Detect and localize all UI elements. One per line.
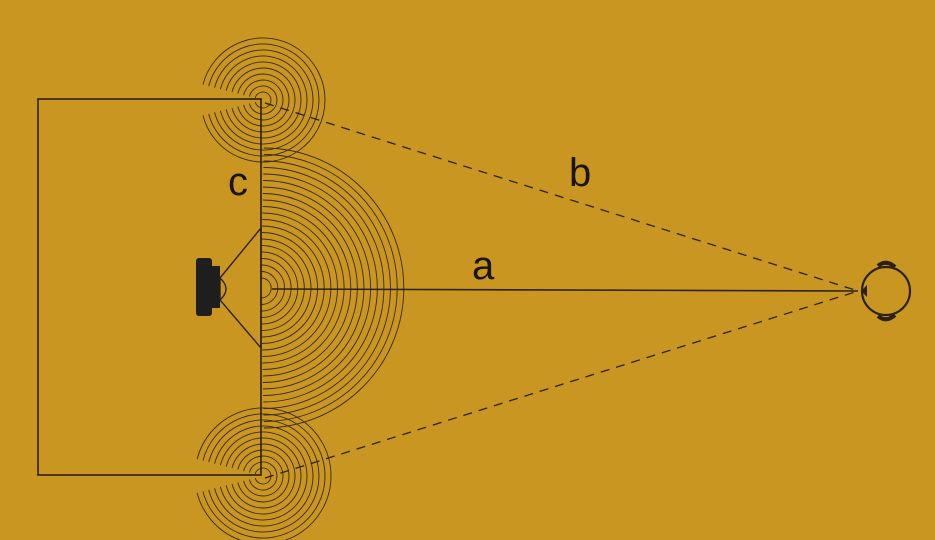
diffraction-arc-top (214, 49, 314, 151)
label-b: b (569, 151, 591, 195)
wavefront-arc (261, 258, 292, 318)
wavefront-arc (262, 212, 338, 364)
diffraction-path-bottom (264, 291, 856, 479)
wavefront-arc (262, 225, 325, 351)
wavefront-arc (262, 232, 318, 344)
diffraction-arc-top (208, 43, 320, 157)
diffraction-arc-bottom (237, 449, 290, 503)
diffraction-arc-top (237, 73, 290, 127)
top-edge-diffraction-waves (202, 37, 326, 163)
label-a: a (472, 244, 495, 288)
main-wavefronts (261, 147, 405, 429)
listener-nose (861, 285, 867, 297)
wavefront-arc (261, 238, 312, 338)
diffraction-arc-bottom (231, 443, 296, 509)
diffraction-arc-bottom (248, 461, 278, 491)
diffraction-arc-top (225, 61, 302, 139)
wavefront-arc (262, 199, 352, 377)
wavefront-arc (261, 251, 299, 325)
wavefront-arc (263, 180, 372, 396)
wavefront-arc (262, 206, 345, 370)
driver-dustcap (219, 277, 227, 301)
diffraction-arc-bottom (202, 413, 326, 539)
diffraction-arc-bottom (225, 437, 302, 515)
diffraction-arc-top (243, 79, 284, 121)
diffraction-arc-bottom (219, 431, 308, 521)
driver-magnet-plate (211, 266, 220, 308)
wavefront-arc (263, 167, 385, 409)
bottom-edge-diffraction-waves (196, 407, 332, 540)
listener-ear-top (876, 260, 897, 269)
diffraction-arc-top (231, 67, 296, 133)
diffraction-arc-bottom (243, 455, 284, 497)
listener-head-icon (860, 260, 912, 322)
diffraction-arc-bottom (214, 425, 314, 527)
diffraction-arc-top (254, 91, 272, 109)
diffraction-path-top (264, 102, 856, 291)
diffraction-arc-bottom (196, 407, 332, 540)
wavefront-arc (263, 154, 398, 422)
speaker-driver-icon (196, 226, 262, 350)
wavefront-arc (261, 245, 305, 331)
diffraction-arc-top (219, 55, 308, 145)
diffraction-arc-bottom (208, 419, 320, 533)
label-c: c (228, 160, 248, 204)
listener-ear-bottom (876, 313, 897, 322)
wavefront-arc (263, 173, 378, 403)
driver-magnet (196, 258, 212, 316)
wavefront-arc (263, 147, 405, 429)
wavefront-arc (262, 193, 358, 383)
diffraction-arc-top (202, 37, 326, 163)
direct-path-a (271, 288, 859, 292)
wavefront-arc (261, 264, 285, 312)
diffraction-arc-top (248, 85, 278, 115)
wavefront-arc (263, 160, 391, 416)
wavefront-arc (261, 271, 279, 305)
wavefront-arc (261, 277, 272, 299)
wavefront-arc (262, 186, 365, 390)
wavefront-arc (262, 219, 332, 357)
